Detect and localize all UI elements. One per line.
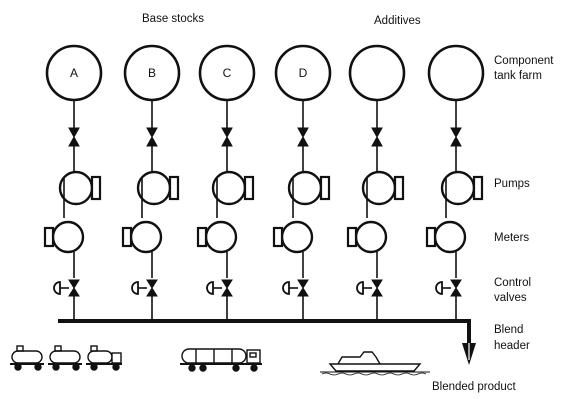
tank-letter: D (299, 66, 308, 80)
barge-icon (320, 351, 430, 376)
check-valve-icon (221, 127, 233, 147)
component-column: D (272, 44, 332, 321)
meter-icon (51, 220, 85, 254)
check-valve-icon (68, 127, 80, 147)
check-valve-icon (371, 127, 383, 147)
blend-header-label-line2: header (494, 340, 530, 352)
component-column: A (43, 44, 103, 321)
control-valves-label-line1: Control (494, 277, 531, 289)
blended-product-label: Blended product (432, 381, 517, 393)
meter-icon (129, 220, 163, 254)
control-valve-icon (297, 279, 309, 297)
tank-letter: C (223, 66, 232, 80)
pumps-label: Pumps (494, 178, 530, 190)
meter-icon (280, 220, 314, 254)
tank-letter: A (70, 66, 78, 80)
control-valve-icon (450, 279, 462, 297)
check-valve-icon (146, 127, 158, 147)
tank-letter: B (148, 66, 156, 80)
blend-header-label-line1: Blend (494, 324, 523, 336)
check-valve-icon (297, 127, 309, 147)
meters-label: Meters (494, 232, 529, 244)
tank-farm-label-line1: Component (494, 55, 554, 67)
meter-icon (354, 220, 388, 254)
component-column (346, 44, 406, 321)
component-tank (427, 44, 485, 102)
meter-icon (204, 220, 238, 254)
component-column (425, 44, 485, 321)
check-valve-icon (450, 127, 462, 147)
control-valve-icon (221, 279, 233, 297)
tank-farm-label-line2: tank farm (494, 70, 542, 82)
additives-heading: Additives (374, 15, 421, 27)
blend-header-pipe (58, 319, 476, 365)
tanker-truck-icon (180, 348, 262, 372)
control-valve-icon (68, 279, 80, 297)
meter-icon (433, 220, 467, 254)
road-tankers-icon (10, 345, 122, 371)
control-valve-icon (146, 279, 158, 297)
control-valve-icon (371, 279, 383, 297)
component-columns: A B C D (43, 44, 485, 321)
control-valves-label-line2: valves (494, 292, 527, 304)
base-stocks-heading: Base stocks (142, 13, 204, 25)
component-tank (348, 44, 406, 102)
component-column: B (121, 44, 181, 321)
component-column: C (196, 44, 256, 321)
